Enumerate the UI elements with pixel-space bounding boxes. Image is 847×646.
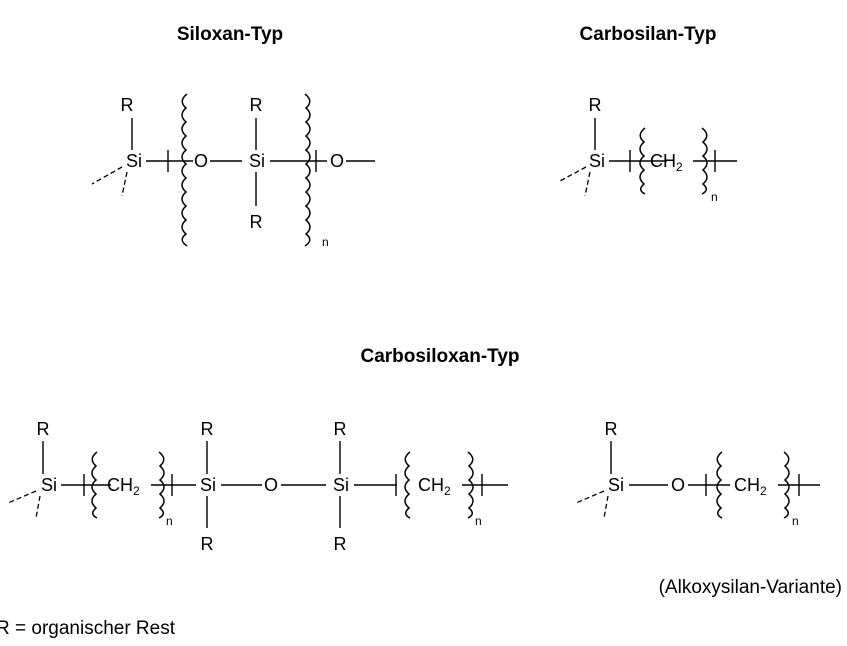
carbosilan-si: Si xyxy=(589,151,605,171)
heading-carbosilan-type: Carbosilan-Typ xyxy=(580,24,717,45)
siloxan-structure: R Si O R Si R n O xyxy=(91,93,375,249)
carbosiloxan-r-top-si2: R xyxy=(201,419,214,439)
siloxan-bracket-right xyxy=(304,93,311,247)
alkoxysilan-o: O xyxy=(671,475,685,495)
siloxan-si-left: Si xyxy=(126,151,142,171)
carbosiloxan-n-subscript-1: n xyxy=(166,514,173,528)
carbosiloxan-r-top-si3: R xyxy=(334,419,347,439)
siloxan-r-top-left: R xyxy=(121,95,134,115)
carbosiloxan-bracket-left-2 xyxy=(404,451,411,519)
alkoxysilan-n-subscript: n xyxy=(792,514,799,528)
carbosilan-r-top: R xyxy=(589,95,602,115)
heading-carbosiloxan-type: Carbosiloxan-Typ xyxy=(360,346,519,367)
carbosilan-bracket-right xyxy=(701,127,708,195)
alkoxysilan-si: Si xyxy=(608,475,624,495)
carbosiloxan-ch2-right: CH2 xyxy=(418,475,451,498)
r-legend: R = organischer Rest xyxy=(0,618,176,639)
carbosiloxan-bracket-left-1 xyxy=(91,451,98,519)
carbosiloxan-si-left: Si xyxy=(41,475,57,495)
siloxan-r-bottom-center: R xyxy=(250,212,263,232)
siloxan-r-top-center: R xyxy=(250,95,263,115)
carbosiloxan-si-2: Si xyxy=(200,475,216,495)
carbosilan-n-subscript: n xyxy=(711,190,718,204)
alkoxysilan-structure: R Si O CH2 n xyxy=(575,419,820,528)
alkoxysilan-bracket-left xyxy=(716,451,723,519)
carbosiloxan-bracket-right-1 xyxy=(158,451,165,519)
heading-siloxan-type: Siloxan-Typ xyxy=(177,24,283,45)
carbosilan-bracket-left xyxy=(639,127,646,195)
carbosiloxan-r-bottom-si2: R xyxy=(201,534,214,554)
alkoxysilan-bracket-right xyxy=(783,451,790,519)
carbosiloxan-ch2-left: CH2 xyxy=(107,475,140,498)
alkoxysilan-caption: (Alkoxysilan-Variante) xyxy=(659,577,842,598)
carbosiloxan-si-3: Si xyxy=(333,475,349,495)
carbosiloxan-structure: R Si CH2 n R Si R O R Si R CH2 n xyxy=(7,419,508,554)
siloxan-o-outer: O xyxy=(330,151,344,171)
alkoxysilan-r-top: R xyxy=(605,419,618,439)
siloxan-n-subscript: n xyxy=(322,235,329,249)
carbosiloxan-r-left: R xyxy=(37,419,50,439)
siloxan-o-inner: O xyxy=(194,151,208,171)
carbosiloxan-bracket-right-2 xyxy=(467,451,474,519)
carbosilan-ch2: CH2 xyxy=(650,151,683,174)
siloxan-si-center: Si xyxy=(249,151,265,171)
alkoxysilan-ch2: CH2 xyxy=(734,475,767,498)
carbosiloxan-r-bottom-si3: R xyxy=(334,534,347,554)
carbosiloxan-n-subscript-2: n xyxy=(475,514,482,528)
carbosiloxan-o-center: O xyxy=(264,475,278,495)
carbosilan-structure: R Si CH2 n xyxy=(559,95,737,204)
siloxan-bracket-left xyxy=(181,93,188,247)
